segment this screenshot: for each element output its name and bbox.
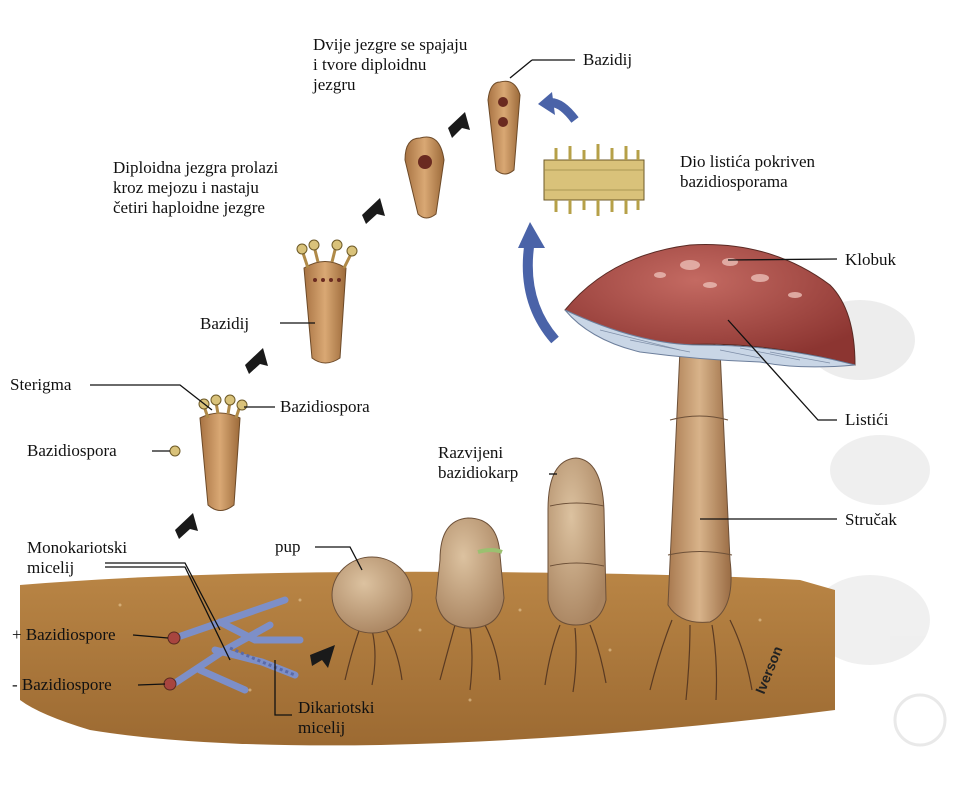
label-sterigma: Sterigma: [10, 375, 71, 395]
bud-pup: [332, 557, 412, 633]
basidium-diploid: [405, 137, 444, 218]
label-pup: pup: [275, 537, 301, 557]
gill-section: [544, 144, 644, 216]
label-plus-bazidiospore: + Bazidiospore: [12, 625, 116, 645]
plus-spore: [168, 632, 180, 644]
basidium-meiosis: [297, 240, 357, 363]
label-bazidiospora-left: Bazidiospora: [27, 441, 117, 461]
basidium-fusion: [488, 81, 520, 174]
label-bazidij-top: Bazidij: [583, 50, 632, 70]
label-diploidna-jezgra: Diploidna jezgra prolazi kroz mejozu i n…: [113, 158, 278, 218]
free-basidiospore: [170, 446, 180, 456]
label-dikariotski: Dikariotski micelij: [298, 698, 375, 738]
label-minus-bazidiospore: - Bazidiospore: [12, 675, 112, 695]
label-bazidij-mid: Bazidij: [200, 314, 249, 334]
bud-stage-2-band: [478, 550, 502, 552]
mushroom-stalk: [668, 340, 731, 622]
label-dio-listica: Dio listića pokriven bazidiosporama: [680, 152, 815, 192]
basidiocarp-developed: [548, 458, 606, 625]
minus-spore: [164, 678, 176, 690]
label-bazidiospora-right: Bazidiospora: [280, 397, 370, 417]
label-klobuk: Klobuk: [845, 250, 896, 270]
label-strucak: Stručak: [845, 510, 897, 530]
label-monokariotski: Monokariotski micelij: [27, 538, 127, 578]
bud-stage-2: [436, 518, 504, 628]
label-listici: Listići: [845, 410, 888, 430]
basidium-spores: [199, 395, 247, 511]
label-razvijeni: Razvijeni bazidiokarp: [438, 443, 518, 483]
label-dvije-jezgre: Dvije jezgre se spajaju i tvore diploidn…: [313, 35, 467, 95]
blue-arrows: [518, 92, 575, 340]
